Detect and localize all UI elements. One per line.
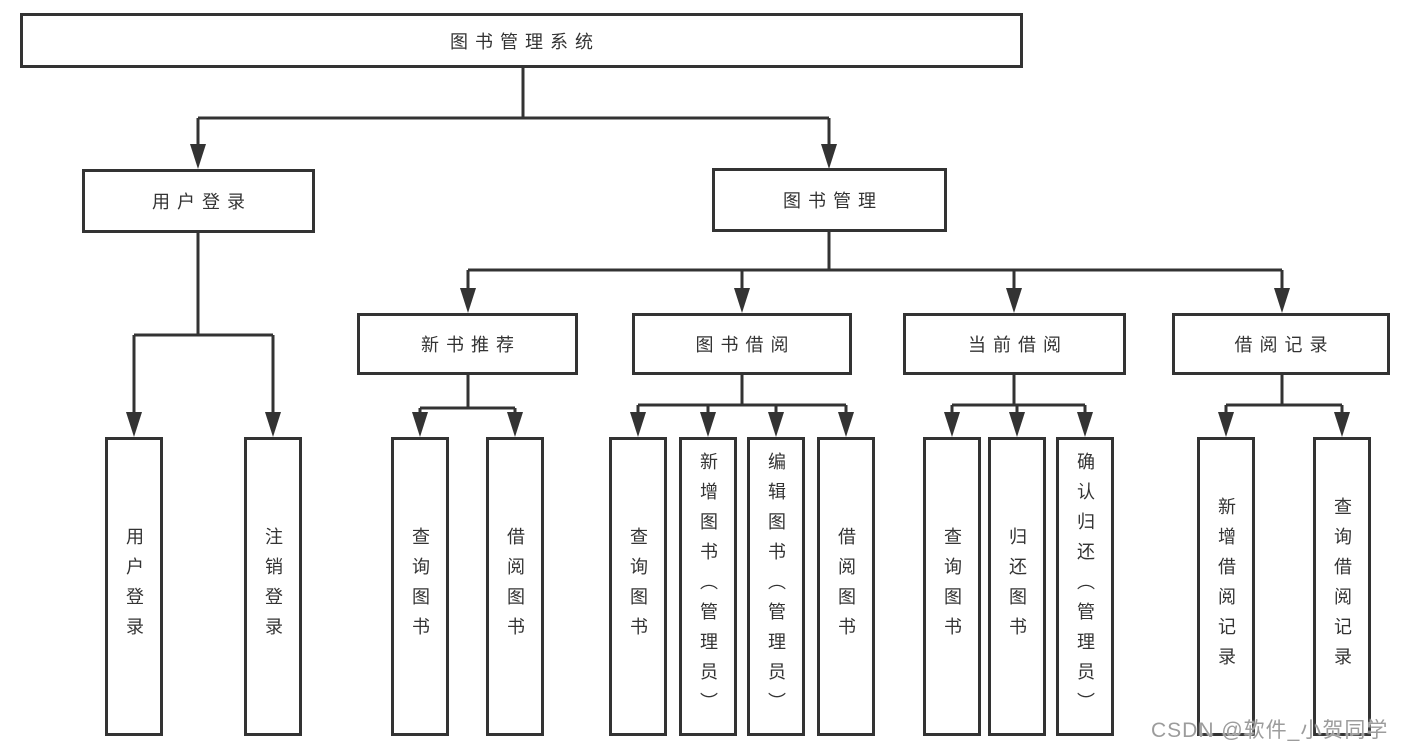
leaf-newbooks-query-books: 查询图书	[391, 437, 449, 736]
arrowhead	[944, 412, 960, 437]
arrowhead	[1218, 412, 1234, 437]
node-new-book-recommend-label: 新书推荐	[421, 335, 521, 355]
node-root-label: 图书管理系统	[450, 31, 600, 52]
node-new-book-recommend: 新书推荐	[357, 313, 578, 375]
leaf-logout: 注销登录	[244, 437, 302, 736]
connector-new-books-path	[418, 375, 517, 413]
connector-new-books-arrows	[412, 412, 523, 437]
node-root: 图书管理系统	[20, 13, 1023, 68]
connector-user-login-arrows	[126, 412, 281, 437]
connector-current-borrow-path	[950, 375, 1087, 413]
arrowhead	[507, 412, 523, 437]
leaf-borrow-borrow-books: 借阅图书	[817, 437, 875, 736]
leaf-newbooks-borrow-books: 借阅图书	[486, 437, 544, 736]
leaf-borrow-add-books-admin-label: 新增图书（管理员）	[698, 451, 718, 722]
arrowhead	[126, 412, 142, 437]
leaf-records-query-record: 查询借阅记录	[1313, 437, 1371, 736]
connector-new-books	[418, 375, 517, 413]
leaf-current-confirm-return-admin: 确认归还（管理员）	[1056, 437, 1114, 736]
node-borrow-records-label: 借阅记录	[1234, 335, 1335, 355]
arrowhead	[734, 288, 750, 313]
connector-current-borrow	[950, 375, 1087, 413]
arrowhead	[838, 412, 854, 437]
arrowhead	[630, 412, 646, 437]
arrowhead	[768, 412, 784, 437]
connector-root-path	[196, 68, 831, 145]
leaf-current-return-books-label: 归还图书	[1007, 526, 1027, 647]
arrowhead	[1077, 412, 1093, 437]
connector-borrow-records-arrows	[1218, 412, 1350, 437]
arrowhead	[1009, 412, 1025, 437]
leaf-borrow-edit-books-admin-label: 编辑图书（管理员）	[766, 451, 786, 722]
leaf-borrow-query-books: 查询图书	[609, 437, 667, 736]
leaf-current-return-books: 归还图书	[988, 437, 1046, 736]
leaf-records-add-record: 新增借阅记录	[1197, 437, 1255, 736]
leaf-records-query-record-label: 查询借阅记录	[1332, 496, 1352, 677]
leaf-borrow-add-books-admin: 新增图书（管理员）	[679, 437, 737, 736]
connector-borrow-records	[1224, 375, 1344, 413]
leaf-borrow-edit-books-admin: 编辑图书（管理员）	[747, 437, 805, 736]
connector-current-borrow-arrows	[944, 412, 1093, 437]
connector-user-login-path	[132, 233, 275, 413]
leaf-logout-label: 注销登录	[263, 526, 283, 647]
leaf-newbooks-borrow-books-label: 借阅图书	[505, 526, 525, 647]
connector-book-mgmt	[466, 232, 1284, 289]
leaf-borrow-borrow-books-label: 借阅图书	[836, 526, 856, 647]
node-current-borrow: 当前借阅	[903, 313, 1126, 375]
connector-root	[196, 68, 831, 145]
connector-borrow-records-path	[1224, 375, 1344, 413]
arrowhead	[265, 412, 281, 437]
node-user-login-label: 用户登录	[152, 192, 252, 212]
arrowhead	[1274, 288, 1290, 313]
arrowhead	[700, 412, 716, 437]
connector-book-borrow-path	[636, 375, 848, 413]
arrowhead	[412, 412, 428, 437]
connector-book-borrow-arrows	[630, 412, 854, 437]
leaf-user-login-label: 用户登录	[124, 526, 144, 647]
arrowhead	[821, 144, 837, 169]
arrowhead	[1334, 412, 1350, 437]
connector-user-login	[132, 233, 275, 413]
node-borrow-records: 借阅记录	[1172, 313, 1390, 375]
connector-root-arrows	[190, 144, 837, 169]
connector-book-mgmt-path	[466, 232, 1284, 289]
node-book-management-label: 图书管理	[783, 191, 883, 211]
node-user-login: 用户登录	[82, 169, 315, 233]
arrowhead	[190, 144, 206, 169]
leaf-borrow-query-books-label: 查询图书	[628, 526, 648, 647]
leaf-records-add-record-label: 新增借阅记录	[1216, 496, 1236, 677]
node-current-borrow-label: 当前借阅	[968, 335, 1068, 355]
node-book-management: 图书管理	[712, 168, 947, 232]
leaf-current-confirm-return-admin-label: 确认归还（管理员）	[1075, 451, 1095, 722]
leaf-user-login: 用户登录	[105, 437, 163, 736]
watermark: CSDN @软件_小贺同学	[1151, 719, 1389, 742]
leaf-newbooks-query-books-label: 查询图书	[410, 526, 430, 647]
leaf-current-query-books-label: 查询图书	[942, 526, 962, 647]
arrowhead	[460, 288, 476, 313]
arrowhead	[1006, 288, 1022, 313]
node-book-borrow: 图书借阅	[632, 313, 852, 375]
connector-book-mgmt-arrows	[460, 288, 1290, 313]
node-book-borrow-label: 图书借阅	[695, 335, 796, 355]
leaf-current-query-books: 查询图书	[923, 437, 981, 736]
connector-book-borrow	[636, 375, 848, 413]
